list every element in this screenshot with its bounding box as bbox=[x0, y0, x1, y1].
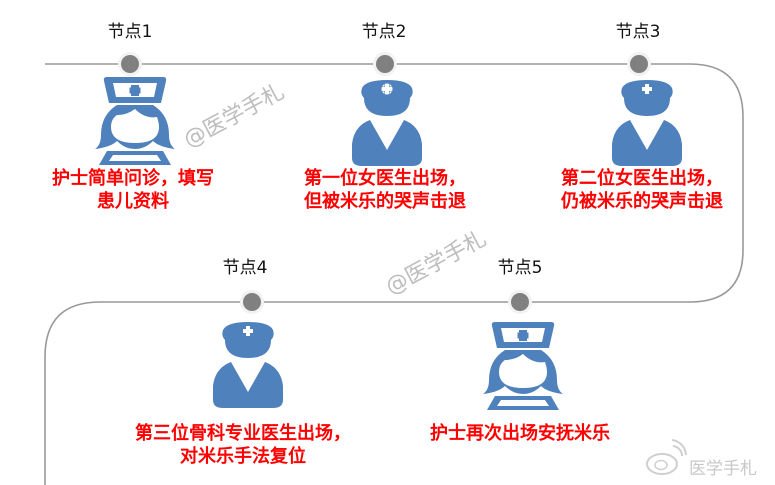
node-dot bbox=[630, 55, 648, 73]
node-caption: 护士简单问诊，填写 患儿资料 bbox=[52, 168, 214, 212]
weibo-icon bbox=[646, 439, 687, 475]
doctor-icon bbox=[352, 80, 422, 166]
node-dot bbox=[511, 293, 529, 311]
weibo-text: 医学手札 bbox=[689, 459, 757, 479]
node-dot bbox=[243, 293, 261, 311]
node-caption: 护士再次出场安抚米乐 bbox=[430, 423, 610, 444]
node-caption: 第二位女医生出场， 仍被米乐的哭声击退 bbox=[561, 168, 723, 212]
node-label: 节点1 bbox=[107, 22, 153, 42]
nurse-icon bbox=[483, 322, 563, 410]
node-label: 节点2 bbox=[361, 22, 407, 42]
node-label: 节点4 bbox=[222, 258, 268, 278]
node-caption: 第一位女医生出场， 但被米乐的哭声击退 bbox=[304, 168, 466, 212]
node-label: 节点5 bbox=[497, 258, 543, 278]
doctor-icon bbox=[612, 80, 682, 166]
node-caption: 第三位骨科专业医生出场， 对米乐手法复位 bbox=[135, 423, 351, 467]
node-dot bbox=[376, 55, 394, 73]
doctor-icon bbox=[213, 322, 283, 408]
nurse-icon bbox=[95, 77, 175, 165]
node-label: 节点3 bbox=[615, 22, 661, 42]
node-dot bbox=[121, 55, 139, 73]
